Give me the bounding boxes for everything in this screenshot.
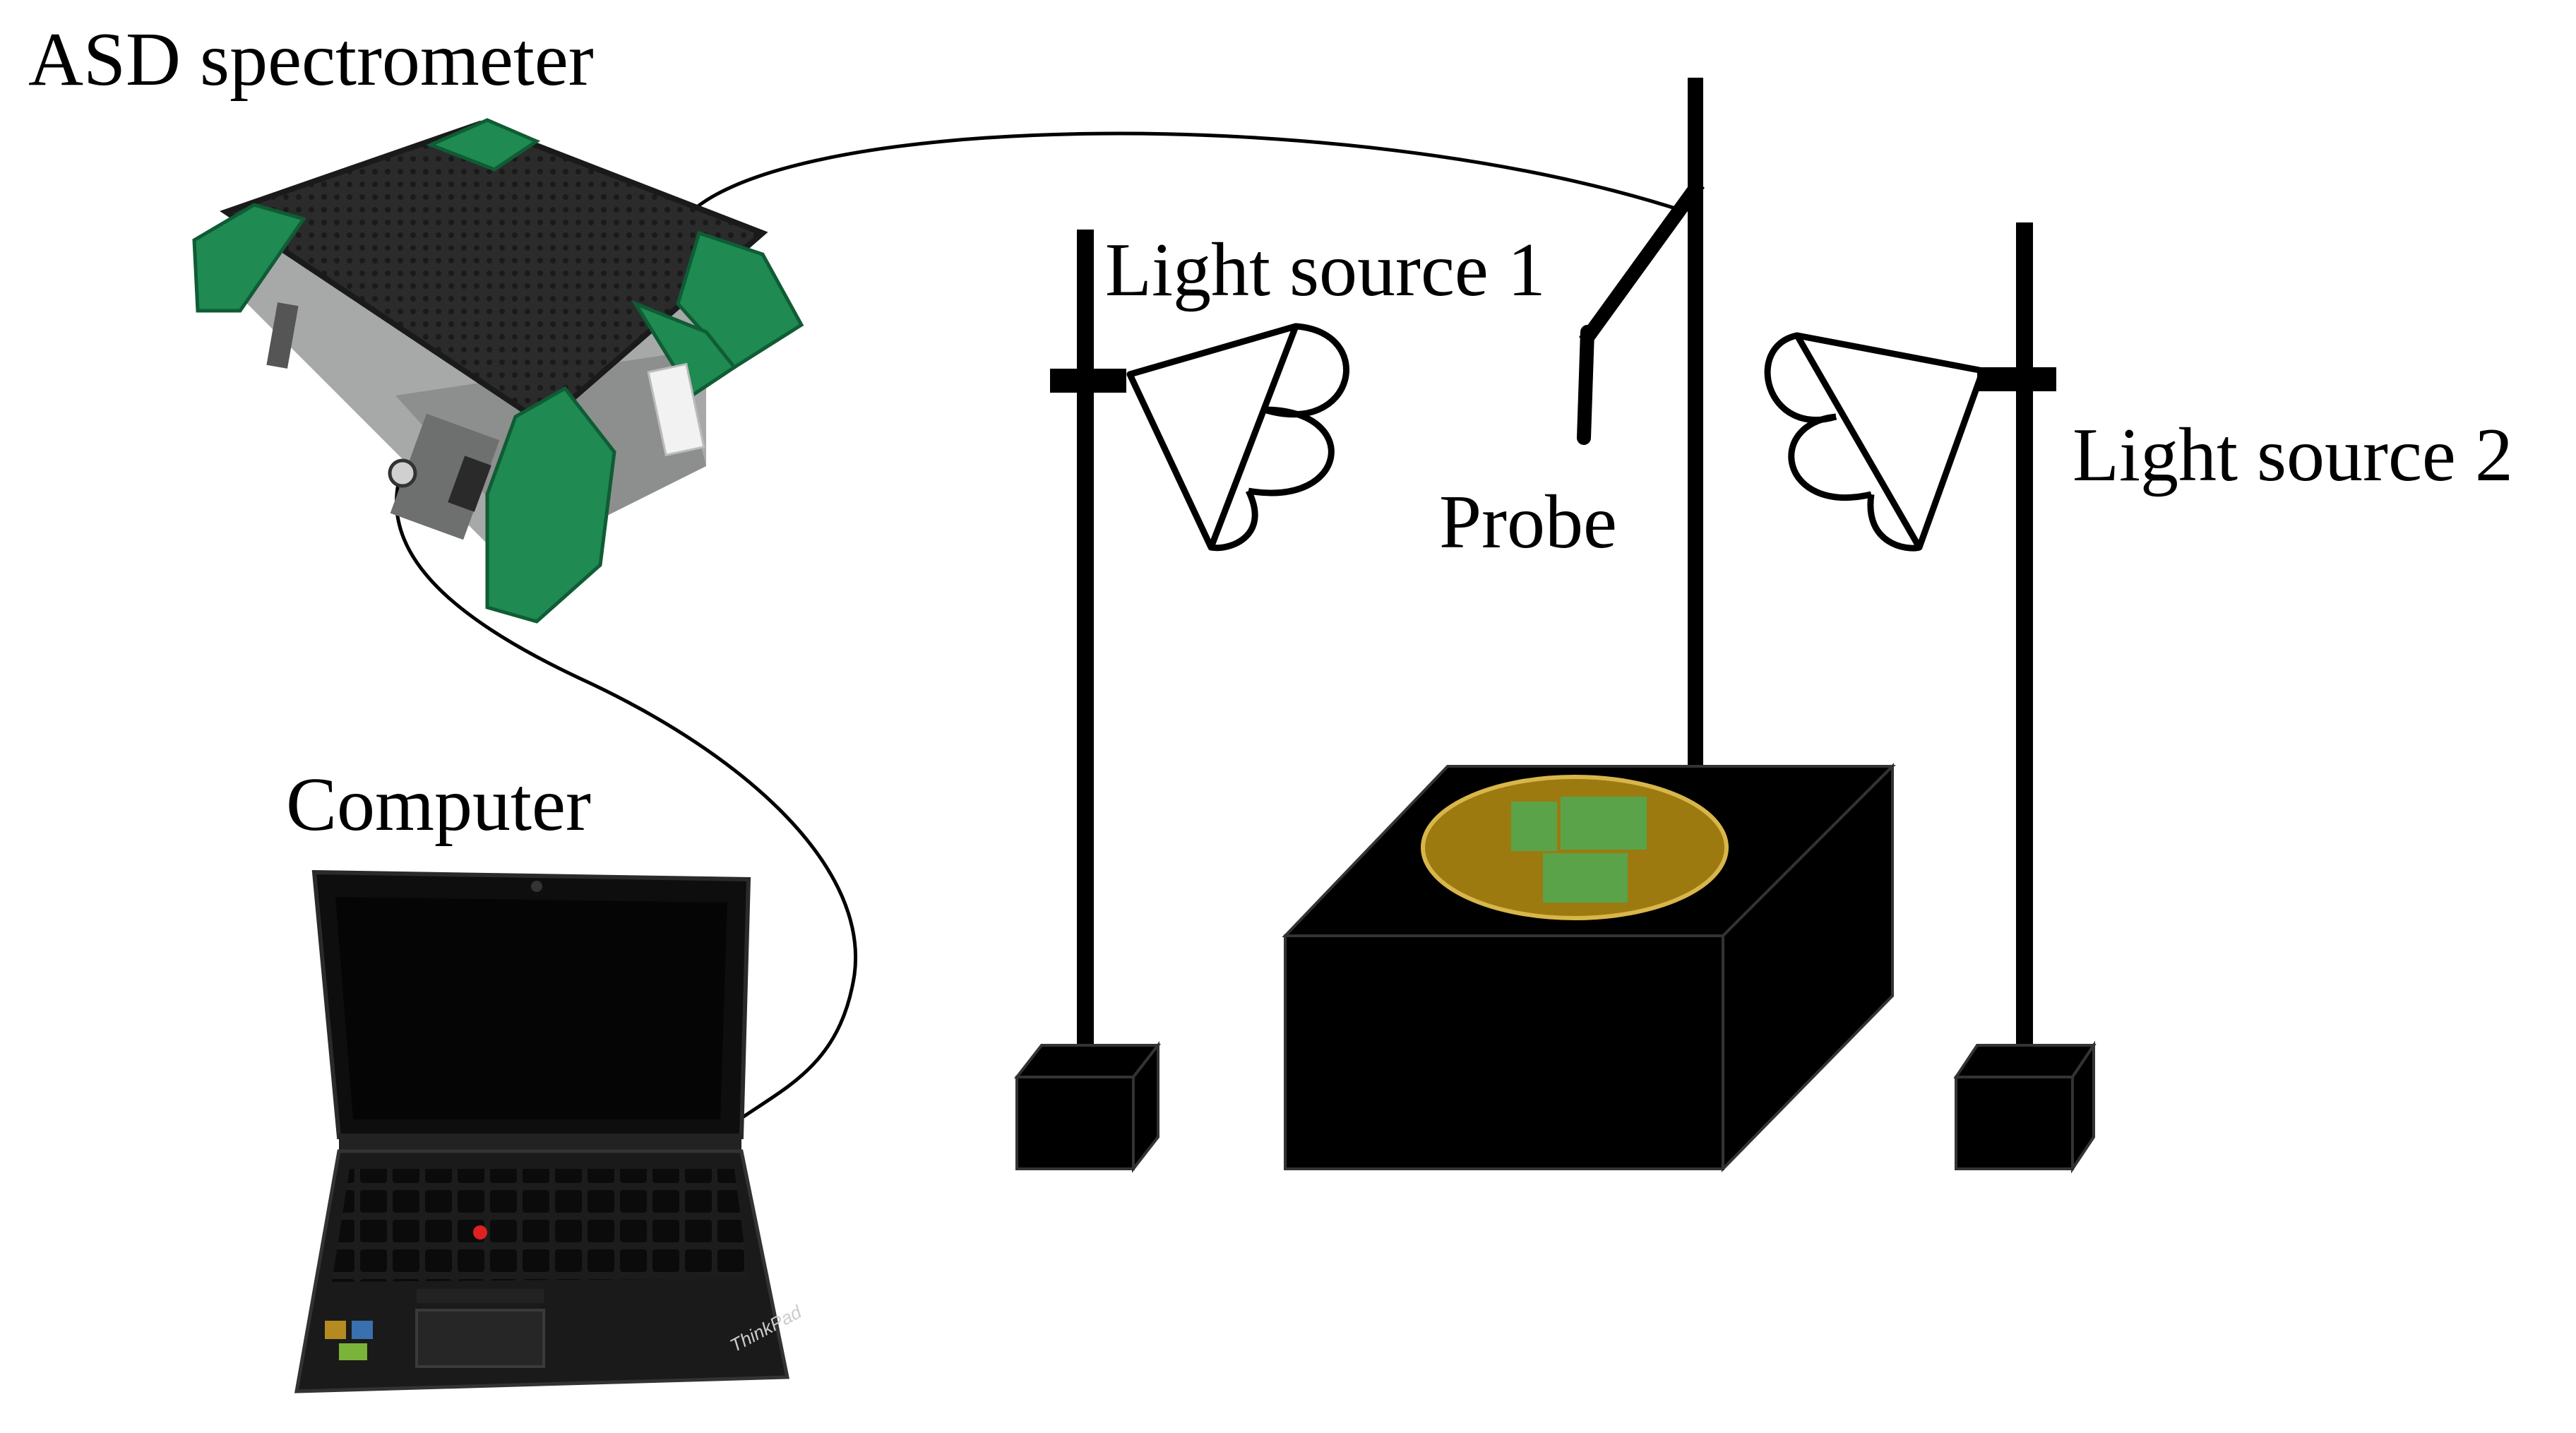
label-light-source-1: Light source 1 xyxy=(1105,228,1546,312)
sample-leaf-1 xyxy=(1511,802,1557,851)
light-source-1-stand xyxy=(1013,230,1162,1173)
asd-spectrometer-device xyxy=(192,118,804,624)
trackpoint-red xyxy=(473,1225,487,1239)
probe-tip xyxy=(1577,325,1594,445)
usb-cable xyxy=(394,480,857,1125)
sample-leaf-3 xyxy=(1543,853,1628,903)
laptop-computer: ThinkPad xyxy=(294,869,806,1393)
probe-stand xyxy=(1577,78,1705,777)
label-computer: Computer xyxy=(286,763,591,847)
probe-fiber-cable xyxy=(679,131,1687,224)
label-probe: Probe xyxy=(1439,480,1617,564)
label-light-source-2: Light source 2 xyxy=(2073,413,2513,497)
light-source-2-stand xyxy=(1953,222,2097,1174)
light-source-1-lamp xyxy=(1126,323,1349,552)
light-source-2-lamp xyxy=(1764,332,1986,552)
sample-leaf-2 xyxy=(1561,797,1647,850)
sample-box xyxy=(1282,763,1896,1172)
probe-arm xyxy=(1579,179,1705,345)
label-asd-spectrometer: ASD spectrometer xyxy=(28,18,594,102)
